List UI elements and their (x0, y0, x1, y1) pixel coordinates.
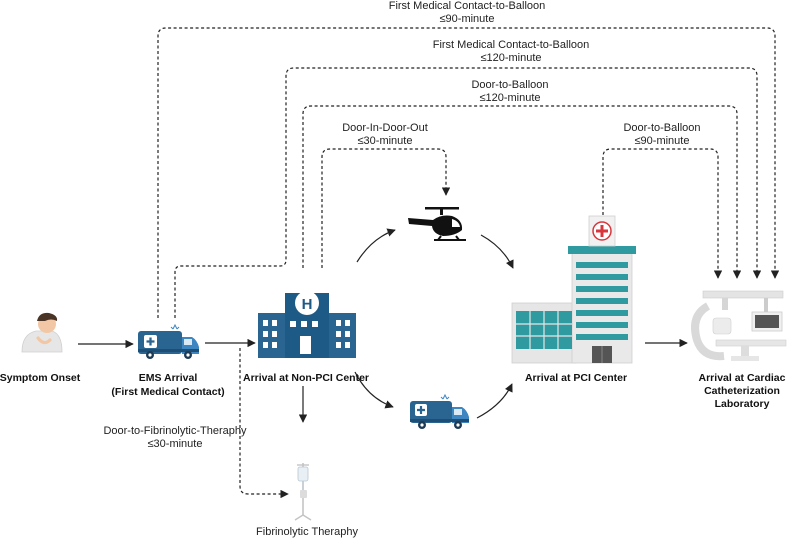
cath-lab-label-3: Laboratory (715, 398, 770, 410)
transfer-ambulance-icon (410, 393, 469, 429)
ems-arrival-label: EMS Arrival (139, 372, 198, 384)
arrow-nonpci-to-helicopter (356, 228, 396, 263)
fmc-balloon-90-label: First Medical Contact-to-Balloon (389, 0, 546, 12)
cath-lab-icon (691, 290, 787, 361)
symptom-onset-label: Symptom Onset (0, 372, 81, 384)
fibrinolytic-label: Fibrinolytic Theraphy (256, 526, 358, 538)
patient-icon (21, 312, 63, 353)
door-balloon-90-path (602, 148, 723, 279)
door-fibrinolytic-time: ≤30-minute (148, 438, 203, 450)
fmc-balloon-120-time: ≤120-minute (480, 52, 541, 64)
door-balloon-120-time: ≤120-minute (479, 92, 540, 104)
hospital-h-icon: H (258, 291, 356, 358)
dido-label: Door-In-Door-Out (342, 122, 428, 134)
dido-path (321, 148, 451, 268)
iv-drip-icon (294, 463, 312, 521)
arrow-ambulance-to-pci (476, 383, 513, 419)
arrow-helicopter-to-pci (480, 234, 514, 269)
fmc-balloon-90-time: ≤90-minute (440, 13, 495, 25)
door-balloon-90-time: ≤90-minute (635, 135, 690, 147)
helicopter-icon (408, 207, 466, 241)
door-balloon-120-label: Door-to-Balloon (471, 79, 548, 91)
arrow-nonpci-to-ambulance (354, 371, 394, 409)
fmc-balloon-120-label: First Medical Contact-to-Balloon (433, 39, 590, 51)
ems-arrival-sublabel: (First Medical Contact) (111, 386, 224, 398)
svg-text:H: H (302, 296, 313, 313)
cath-lab-label-1: Arrival at Cardiac (699, 372, 786, 384)
fmc-balloon-90-path (157, 27, 780, 318)
door-fibrinolytic-path (239, 348, 289, 499)
ambulance-icon (138, 323, 199, 359)
cath-lab-label-2: Catheterization (704, 385, 780, 397)
door-balloon-90-label: Door-to-Balloon (623, 122, 700, 134)
pci-hospital-icon (511, 215, 636, 364)
fmc-balloon-120-path (174, 67, 762, 318)
door-fibrinolytic-label: Door-to-Fibrinolytic-Theraphy (103, 425, 247, 437)
pci-center-label: Arrival at PCI Center (525, 372, 627, 384)
door-balloon-120-path (302, 105, 742, 279)
dido-time: ≤30-minute (358, 135, 413, 147)
non-pci-center-label: Arrival at Non-PCI Center (243, 372, 369, 384)
